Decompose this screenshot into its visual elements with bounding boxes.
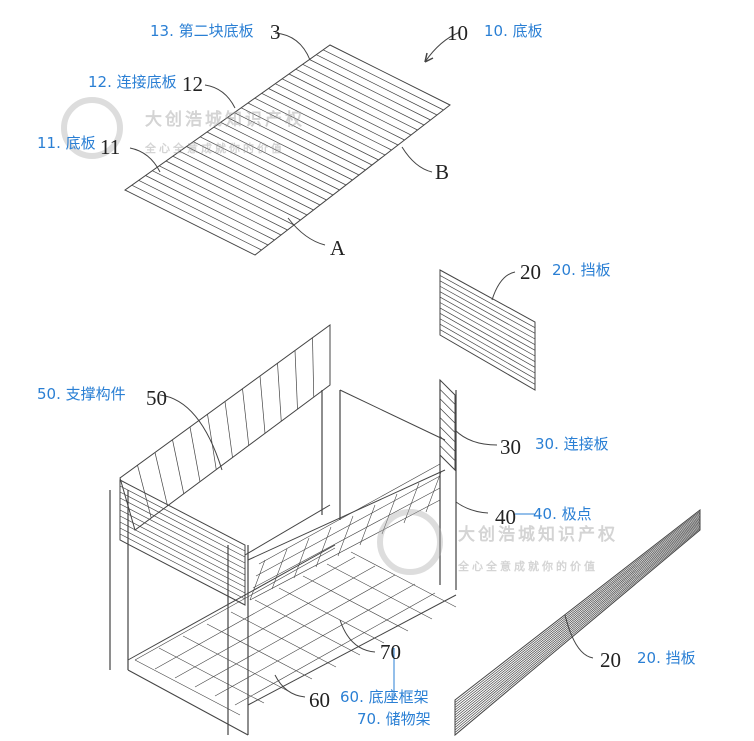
baffle-20-bottom <box>454 508 701 737</box>
annotation-20-top: 20. 挡板 <box>552 261 611 279</box>
annotation-70: 70. 储物架 <box>357 710 431 728</box>
annotation-12: 12. 连接底板 <box>88 73 177 91</box>
leader-30 <box>454 429 498 446</box>
numeral-10: 10 <box>447 21 468 45</box>
leader-60 <box>274 674 306 698</box>
annotation-50: 50. 支撑构件 <box>37 385 126 403</box>
numeral-60: 60 <box>309 688 330 712</box>
leader-3 <box>274 32 311 61</box>
planter-frame <box>109 324 457 736</box>
numeral-B: B <box>435 160 450 184</box>
leader-11 <box>129 147 161 173</box>
leader-70 <box>339 619 376 653</box>
numeral-20-bottom: 20 <box>600 648 621 672</box>
annotation-30: 30. 连接板 <box>535 435 609 453</box>
leader-12 <box>204 84 236 109</box>
numeral-12: 12 <box>182 72 203 96</box>
annotation-13: 13. 第二块底板 <box>150 22 254 40</box>
watermark-logo-icon <box>61 97 123 159</box>
leader-20-top <box>491 271 516 301</box>
leader-A <box>287 217 326 246</box>
numeral-40: 40 <box>495 505 516 529</box>
annotation-40: 40. 极点 <box>533 505 592 523</box>
watermark-slogan: 全心全意成就你的价值 <box>458 560 598 573</box>
numeral-50: 50 <box>146 386 167 410</box>
leader-10 <box>424 31 461 63</box>
watermark-slogan: 全心全意成就你的价值 <box>145 142 285 155</box>
leader-50 <box>159 394 223 471</box>
leader-20-bottom <box>564 614 594 659</box>
watermark-logo-icon <box>377 509 443 575</box>
numeral-A: A <box>330 236 346 260</box>
numeral-3: 3 <box>270 20 281 44</box>
leader-40 <box>455 501 489 514</box>
numeral-30: 30 <box>500 435 521 459</box>
numeral-70: 70 <box>380 640 401 664</box>
annotation-11: 11. 底板 <box>37 134 96 152</box>
numeral-11: 11 <box>100 135 121 159</box>
annotation-20-bottom: 20. 挡板 <box>637 649 696 667</box>
annotation-60: 60. 底座框架 <box>340 688 429 706</box>
numeral-20-top: 20 <box>520 260 541 284</box>
annotation-10: 10. 底板 <box>484 22 543 40</box>
baffle-20-top <box>439 269 536 391</box>
bottom-plate-10 <box>124 44 451 256</box>
watermark-text: 大创浩城知识产权 <box>458 525 618 545</box>
leader-B <box>401 146 433 173</box>
watermark-text: 大创浩城知识产权 <box>145 110 305 130</box>
